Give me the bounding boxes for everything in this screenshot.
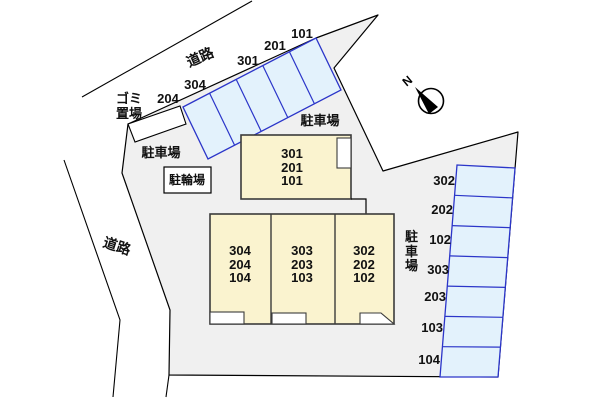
right-space-label-5: 203 [424, 289, 446, 304]
porch-unit-303 [271, 312, 307, 325]
parking-right-vertical-label: 駐車場 [404, 229, 418, 273]
lower-building-unit-2: 303 203 103 [291, 244, 313, 285]
unit-number: 104 [229, 269, 251, 285]
compass [415, 87, 445, 115]
lower-building-unit-3: 302 202 102 [353, 244, 375, 285]
right-space-label-6: 103 [421, 320, 443, 335]
right-space-label-3: 102 [429, 232, 451, 247]
building-connector-line [351, 198, 367, 215]
garbage-label-line1: ゴミ [115, 91, 143, 106]
unit-number: 202 [353, 256, 375, 272]
lower-building [209, 213, 395, 325]
compass-needle-icon [415, 87, 438, 114]
top-space-label-1: 204 [157, 91, 179, 106]
right-space-label-2: 202 [431, 202, 453, 217]
unit-number: 304 [229, 242, 251, 258]
top-space-label-3: 301 [237, 53, 259, 68]
parking-left-label: 駐車場 [141, 145, 181, 160]
upper-building-stairwell [336, 137, 352, 169]
lower-building-unit-1: 304 204 104 [229, 244, 251, 285]
upper-building-units: 301 201 101 [281, 147, 303, 188]
top-space-label-4: 201 [264, 38, 286, 53]
unit-number: 103 [291, 269, 313, 285]
right-space-label-4: 303 [427, 262, 449, 277]
compass-circle [417, 87, 445, 115]
bike-parking-box [163, 166, 212, 194]
garbage-area-label: ゴミ 置場 [116, 91, 142, 121]
right-space-label-1: 302 [433, 173, 455, 188]
lower-building-unit-dividers [270, 214, 336, 324]
top-space-label-5: 101 [291, 26, 313, 41]
road-left-inner-line [165, 374, 170, 398]
top-parking-dividers [209, 51, 315, 146]
porch-unit-304 [209, 311, 245, 325]
road-left-outer-line [63, 159, 121, 398]
bike-parking-label: 駐輪場 [168, 173, 206, 187]
unit-number: 203 [291, 256, 313, 272]
unit-number: 303 [291, 242, 313, 258]
unit-number: 201 [281, 159, 303, 175]
top-parking-strip [182, 37, 342, 160]
unit-number: 102 [353, 269, 375, 285]
unit-number: 101 [281, 172, 303, 188]
unit-number: 302 [353, 242, 375, 258]
right-space-label-7: 104 [418, 352, 440, 367]
unit-number: 301 [281, 145, 303, 161]
parking-top-label: 駐車場 [300, 113, 340, 128]
top-space-label-2: 304 [184, 77, 206, 92]
porch-unit-302 [359, 312, 396, 325]
right-parking-column [439, 164, 516, 378]
garbage-label-line2: 置場 [115, 106, 143, 121]
right-parking-dividers [442, 194, 513, 348]
unit-number: 204 [229, 256, 251, 272]
road-top-line [81, 0, 253, 98]
garbage-area-box [127, 105, 187, 143]
